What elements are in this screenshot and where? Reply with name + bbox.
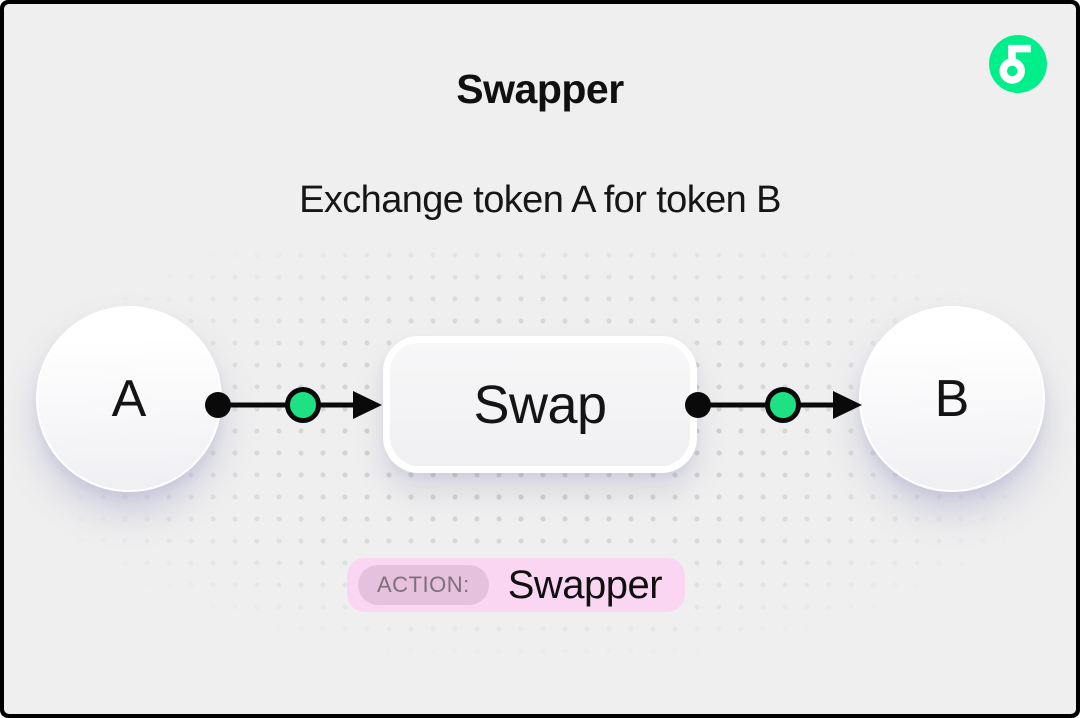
node-swap-label: Swap xyxy=(473,374,607,435)
action-badge-value: Swapper xyxy=(507,562,663,607)
swapper-illustration: Swapper Exchange token A for token B A S… xyxy=(4,4,1076,714)
page-subtitle: Exchange token A for token B xyxy=(299,179,781,221)
edge-green-dot xyxy=(765,387,801,423)
action-badge: ACTION: Swapper xyxy=(347,558,686,612)
node-token-b: B xyxy=(859,306,1045,492)
node-token-a-label: A xyxy=(111,370,147,428)
arrowhead xyxy=(353,391,382,419)
node-swap: Swap xyxy=(383,336,697,473)
arrow-swap-to-b xyxy=(685,387,862,423)
page-title: Swapper xyxy=(456,66,624,112)
edge-green-dot xyxy=(285,387,321,423)
node-token-a: A xyxy=(36,306,222,492)
edge-start-dot xyxy=(685,392,711,418)
arrow-a-to-swap xyxy=(205,387,382,423)
node-token-b-label: B xyxy=(934,370,970,428)
arrowhead xyxy=(833,391,862,419)
action-badge-label: ACTION: xyxy=(358,565,489,605)
flow-logo-icon xyxy=(989,35,1047,93)
edge-start-dot xyxy=(205,392,231,418)
